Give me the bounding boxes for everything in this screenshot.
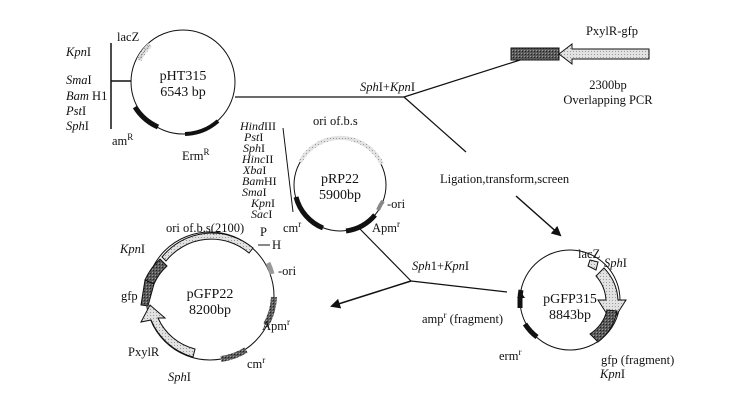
fragment-PxylR-arrow xyxy=(558,42,650,66)
pHT315-site-smaI: SmaI xyxy=(66,73,92,87)
pHT315-lacZ-label: lacZ xyxy=(117,30,139,44)
pRP22-mcs-sites: HindIII PstI SphI HincII XbaI BamHI SmaI… xyxy=(239,119,277,221)
pHT315-site-bamH1: Bam H1 xyxy=(66,89,107,103)
pRP22-size: 5900bp xyxy=(319,188,361,203)
line-junction-to-ligation xyxy=(403,96,467,153)
pHT315-site-kpnI: KpnI xyxy=(65,45,91,59)
arrow-junction2-to-pGFP22 xyxy=(330,280,412,309)
pRP22-cmr-label: cmr xyxy=(283,219,301,235)
pGFP315-lacZ-segment xyxy=(587,259,599,271)
pGFP315-size: 8843bp xyxy=(549,308,591,323)
pHT315-mcs-sites: KpnI SmaI Bam H1 PstI SphI xyxy=(65,45,107,133)
pGFP22-apmr-label: Apmr xyxy=(262,317,290,333)
pGFP22-gfp-label: gfp xyxy=(121,289,138,303)
line-pGFP315-to-junction2 xyxy=(410,280,508,293)
pGFP22-apmr-segment xyxy=(263,296,277,327)
pRP22-site-hincII: HincII xyxy=(241,152,273,166)
pGFP22-ori-segment xyxy=(265,261,275,275)
pGFP315-gfp-fragment-segment xyxy=(589,309,618,343)
plasmid-pGFP315: pGFP315 8843bp lacZ SphI gfp (fragment) … xyxy=(422,247,674,381)
arrow-ligation-to-pGFP315 xyxy=(515,195,562,237)
pGFP22-gfp-segment xyxy=(140,279,155,307)
pRP22-site-smaI: SmaI xyxy=(242,185,267,199)
pRP22-site-bamHI: BamHI xyxy=(242,174,277,188)
pRP22-site-kpnI: KpnI xyxy=(250,196,275,210)
fragment-size: 2300bp xyxy=(589,78,627,92)
pRP22-apmr-label: Apmr xyxy=(372,219,400,235)
pGFP315-lacZ-label: lacZ xyxy=(578,247,600,261)
pHT315-site-pstI: PstI xyxy=(65,104,86,118)
pHT315-ermR-label: ErmR xyxy=(182,147,210,163)
plasmid-pHT315: pHT315 6543 bp lacZ amR ErmR KpnI SmaI B… xyxy=(65,29,236,163)
pGFP22-sphI-label: SphI xyxy=(168,370,191,384)
pGFP315-kpnI-label: KpnI xyxy=(599,367,625,381)
plasmid-pGFP22: pGFP22 8200bp ori of.b.s(2100) P H -ori … xyxy=(119,221,297,384)
pRP22-site-sphI: SphI xyxy=(243,141,265,155)
pGFP22-cmr-segment xyxy=(220,347,248,362)
pRP22-ori-bs-label: ori of.b.s xyxy=(313,114,358,128)
pRP22-ori-segment xyxy=(376,199,385,211)
pRP22-ori-label: -ori xyxy=(387,197,406,211)
pRP22-site-sacI: SacI xyxy=(251,207,272,221)
pRP22-site-xbaI: XbaI xyxy=(242,163,266,177)
pHT315-site-sphI: SphI xyxy=(66,119,89,133)
pRP22-cmr-segment xyxy=(293,196,325,231)
pGFP22-PxylR-label: PxylR xyxy=(128,345,160,359)
pHT315-backbone xyxy=(130,29,236,135)
pGFP22-kpnI-label: KpnI xyxy=(119,242,145,256)
pHT315-name: pHT315 xyxy=(160,69,207,84)
pGFP22-ori-label: -ori xyxy=(278,264,297,278)
pGFP315-name: pGFP315 xyxy=(543,292,597,307)
pHT315-ermR-segment xyxy=(184,119,220,136)
pGFP315-ampr-label: ampr (fragment) xyxy=(422,310,503,326)
pGFP22-cmr-label: cmr xyxy=(247,355,265,371)
digest-label-1: SphI+KpnI xyxy=(360,80,415,94)
pGFP315-ampr-arrowhead xyxy=(517,292,525,298)
pcr-fragment-PxylR-gfp: PxylR-gfp 2300bp Overlapping PCR xyxy=(510,24,653,107)
pHT315-amR-label: amR xyxy=(112,132,133,148)
ligation-label: Ligation,transform,screen xyxy=(440,172,570,186)
pGFP315-ermr-segment xyxy=(522,322,539,339)
pGFP22-P-label: P xyxy=(260,225,267,239)
pRP22-ori-bs-segment xyxy=(298,135,384,165)
pGFP315-sphI-label: SphI xyxy=(604,256,627,270)
plasmid-pRP22: pRP22 5900bp ori of.b.s -ori cmr Apmr Hi… xyxy=(239,114,406,235)
pGFP22-ori-bs-segment xyxy=(161,232,254,262)
pGFP22-gfp-segment-top xyxy=(144,258,168,285)
pGFP315-ermr-label: ermr xyxy=(499,347,521,363)
pRP22-site-hindIII: HindIII xyxy=(239,119,276,133)
pGFP22-PxylR-arrow xyxy=(140,304,196,358)
fragment-name: PxylR-gfp xyxy=(586,24,638,38)
pHT315-size: 6543 bp xyxy=(160,85,206,100)
pRP22-apmr-segment xyxy=(345,213,377,234)
pGFP22-H-label: H xyxy=(272,238,281,252)
pGFP22-ori-bs-label: ori of.b.s(2100) xyxy=(166,221,244,235)
pRP22-mcs-bar xyxy=(282,127,294,213)
pGFP22-size: 8200bp xyxy=(189,303,231,318)
pHT315-amR-segment xyxy=(132,105,160,130)
fragment-method: Overlapping PCR xyxy=(563,93,653,107)
workflow-lines: SphI+KpnI Ligation,transform,screen Sph1… xyxy=(235,59,570,309)
line-pRP22-to-junction2 xyxy=(359,228,412,282)
fragment-gfp-block xyxy=(510,47,560,61)
pRP22-name: pRP22 xyxy=(321,172,359,187)
pGFP315-gfp-fragment-label: gfp (fragment) xyxy=(601,353,674,367)
pHT315-lacZ-hatch xyxy=(138,44,151,61)
pGFP22-name: pGFP22 xyxy=(187,287,234,302)
digest-label-2: Sph1+KpnI xyxy=(412,259,469,273)
pRP22-site-pstI: PstI xyxy=(243,130,263,144)
line-junction-to-fragment xyxy=(403,59,521,98)
